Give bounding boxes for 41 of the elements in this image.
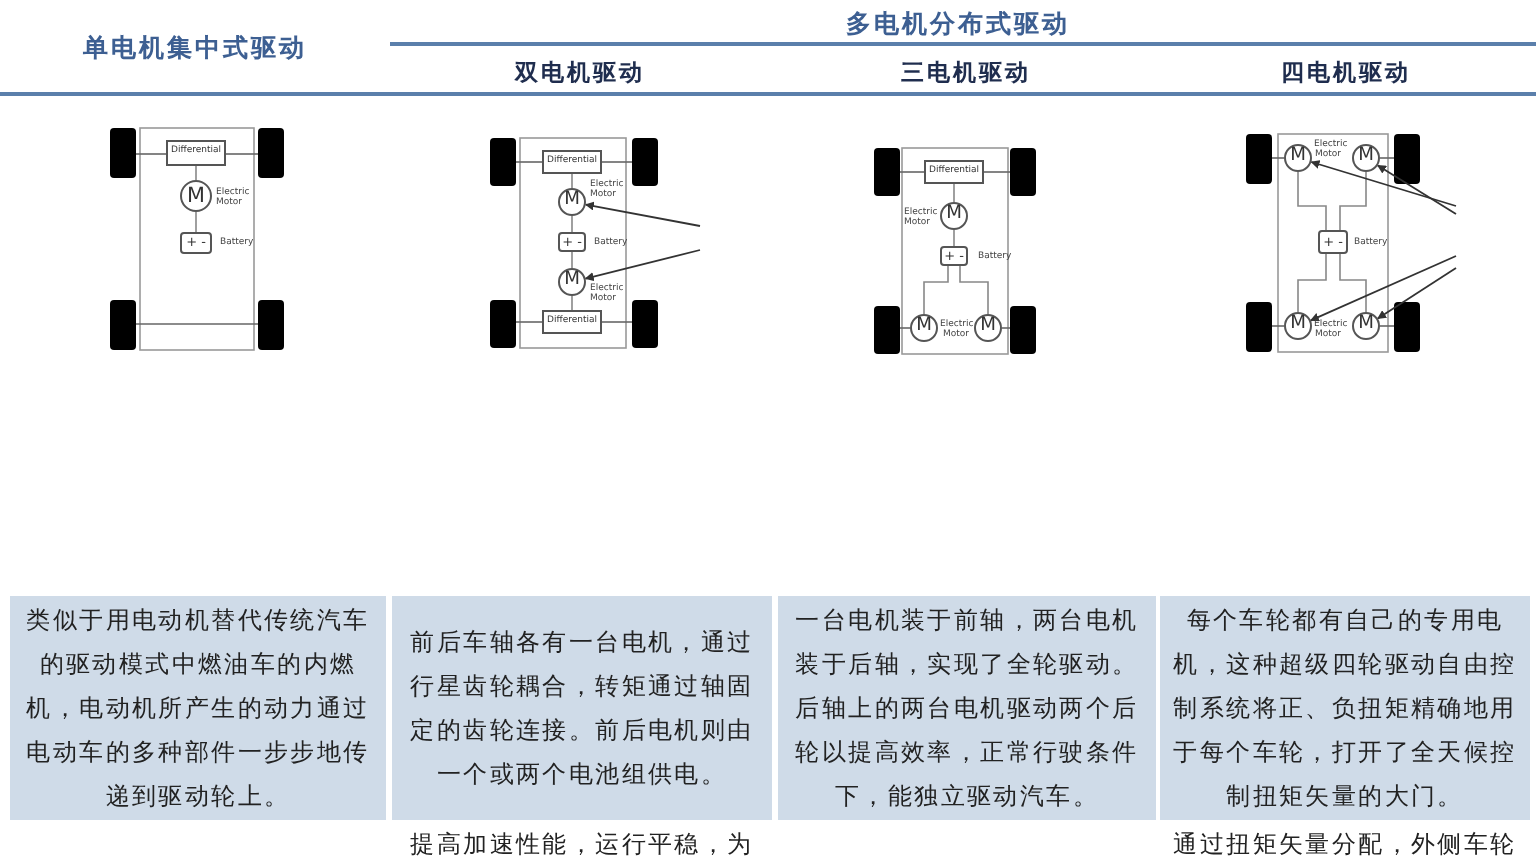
motor-symbol: M — [910, 314, 938, 342]
wire-line — [1297, 253, 1327, 313]
description-text: 通过扭矩矢量分配，外侧车轮 — [1171, 828, 1519, 858]
leader-arrow — [1309, 255, 1457, 322]
motor-symbol: M — [180, 180, 212, 212]
motor-symbol: M — [1284, 144, 1312, 172]
wire-line — [571, 251, 573, 269]
motor-symbol: M — [558, 188, 586, 216]
wire-line — [571, 215, 573, 233]
wire-line — [1339, 171, 1367, 231]
wire-line — [1339, 253, 1367, 313]
wire-line — [571, 173, 573, 189]
wire-line — [195, 211, 197, 233]
column-header: 双电机驱动 — [512, 58, 647, 88]
leader-arrow — [1376, 267, 1457, 320]
motor-symbol: M — [974, 314, 1002, 342]
wire-line — [195, 165, 197, 181]
motor-symbol: M — [1352, 312, 1380, 340]
leader-arrow — [584, 201, 701, 227]
motor-symbol: M — [1352, 144, 1380, 172]
description-text: 类似于用电动机替代传统汽车的驱动模式中燃油车的内燃机，电动机所产生的动力通过电动车的多种部件一步步地传递到驱动轮上。 — [24, 604, 372, 814]
wire-line — [953, 229, 955, 247]
leader-arrow — [1310, 160, 1457, 207]
wire-line — [1297, 171, 1327, 231]
motor-symbol: M — [940, 202, 968, 230]
description-text: 提高加速性能，运行平稳，为 — [408, 828, 756, 858]
wire-line — [923, 265, 949, 315]
description-text: 一台电机装于前轴，两台电机装于后轴，实现了全轮驱动。后轴上的两台电机驱动两个后轮以提高效率，正常行驶条件下，能独立驱动汽车。 — [793, 604, 1141, 814]
column-header: 单电机集中式驱动 — [81, 32, 309, 66]
column-header: 三电机驱动 — [899, 58, 1033, 88]
leader-arrow — [1376, 164, 1457, 215]
description-text: 每个车轮都有自己的专用电机，这种超级四轮驱动自由控制系统将正、负扭矩精确地用于每个车轮，打开了全天候控制扭矩矢量的大门。 — [1171, 604, 1519, 814]
column-header: 四电机驱动 — [1279, 58, 1413, 88]
description-text: 前后车轴各有一台电机，通过行星齿轮耦合，转矩通过轴固定的齿轮连接。前后电机则由一个或两个电池组供电。 — [408, 626, 756, 792]
leader-arrow — [584, 249, 701, 281]
wire-line — [959, 265, 989, 315]
group-header: 多电机分布式驱动 — [844, 8, 1072, 42]
wire-line — [953, 183, 955, 203]
wire-line — [571, 295, 573, 311]
motor-symbol: M — [558, 268, 586, 296]
motor-symbol: M — [1284, 312, 1312, 340]
